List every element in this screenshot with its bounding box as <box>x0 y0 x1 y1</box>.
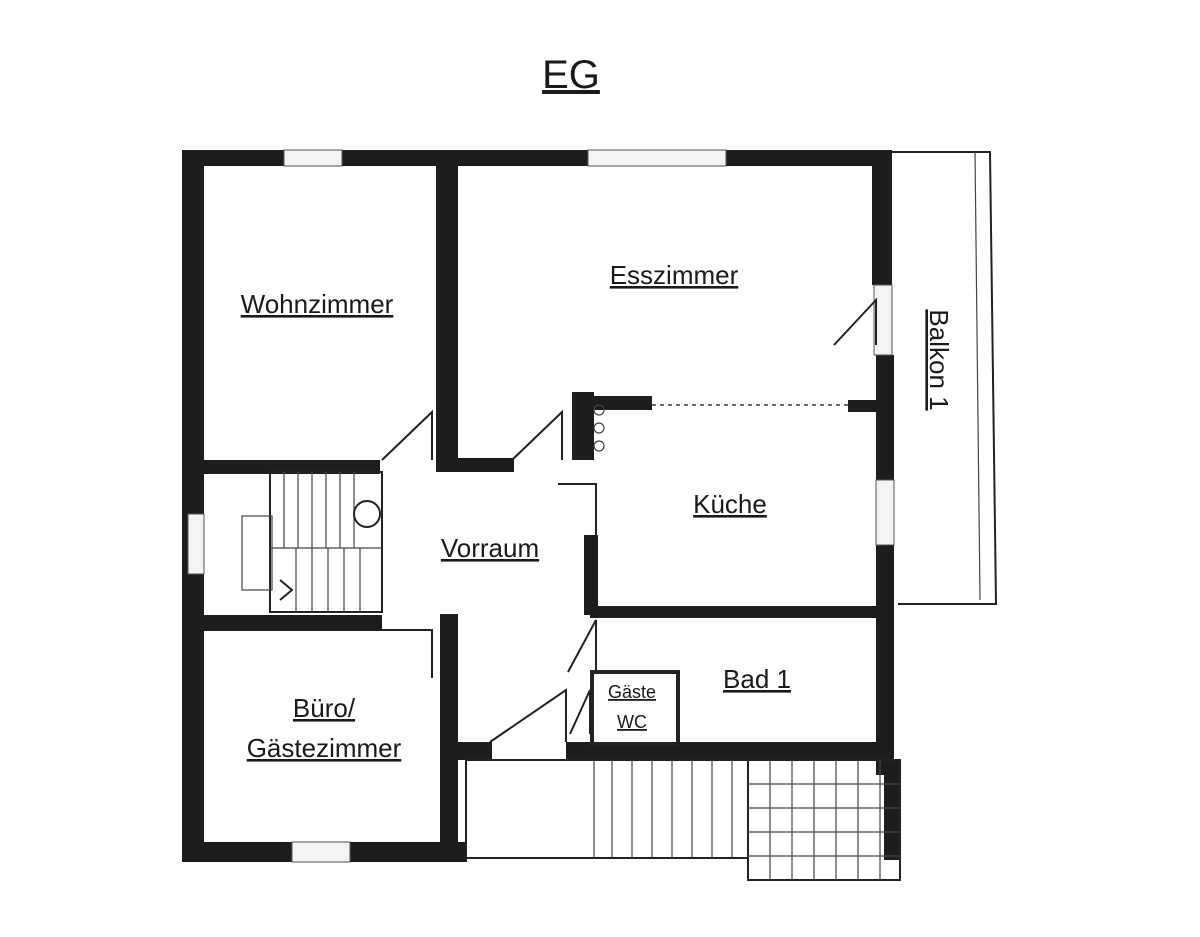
room-label-buero-line1: Büro/ <box>293 693 356 723</box>
windows <box>187 149 895 863</box>
room-label-esszimmer: Esszimmer <box>610 260 739 290</box>
door-swings <box>381 297 877 743</box>
room-label-bad: Bad 1 <box>723 664 791 694</box>
room-label-vorraum: Vorraum <box>441 533 539 563</box>
floor-title: EG <box>542 53 600 97</box>
room-label-gaeste-wc-line1: Gäste <box>608 682 656 702</box>
gaeste-wc-outline <box>590 670 680 746</box>
window-kueche <box>875 479 895 546</box>
window-buero <box>291 841 351 863</box>
room-label-gaeste-wc-line2: WC <box>617 712 647 732</box>
terrace-grid <box>747 759 901 881</box>
entrance-steps <box>465 759 749 859</box>
window-stairs <box>187 513 205 575</box>
room-label-kueche: Küche <box>693 489 767 519</box>
room-label-buero-line2: Gästezimmer <box>247 733 402 763</box>
balcony-outline <box>888 151 998 605</box>
room-label-balkon: Balkon 1 <box>924 309 954 410</box>
window-esszimmer-right <box>873 284 893 356</box>
window-esszimmer <box>587 149 727 167</box>
room-label-wohnzimmer: Wohnzimmer <box>241 289 394 319</box>
stove-icon <box>593 404 605 452</box>
window-wohnzimmer <box>283 149 343 167</box>
staircase <box>241 471 383 613</box>
interior-walls <box>200 160 884 848</box>
